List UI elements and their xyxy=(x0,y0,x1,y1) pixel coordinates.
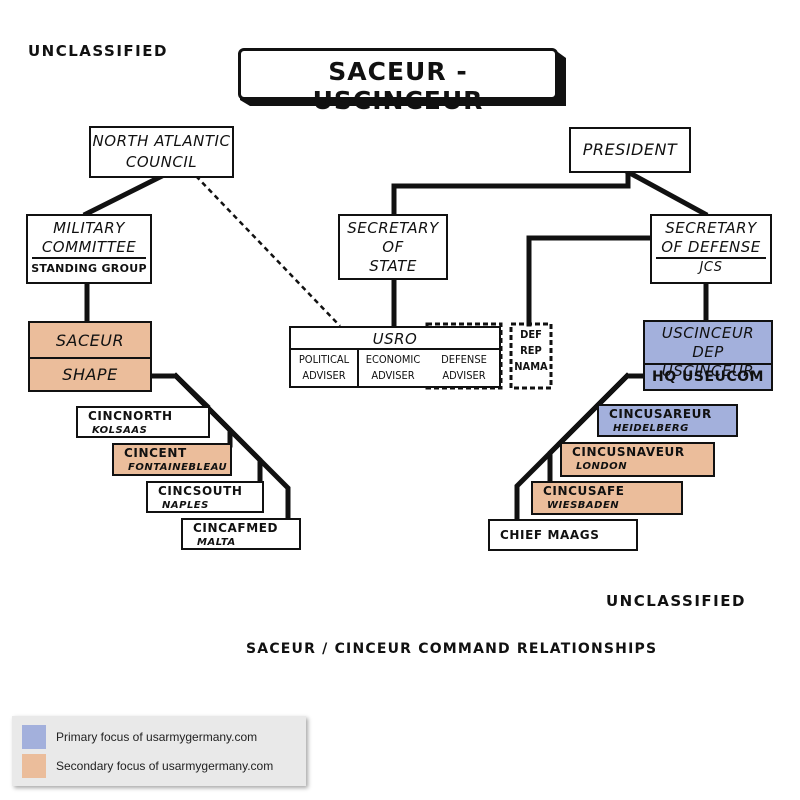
legend-swatch-secondary xyxy=(22,754,46,778)
mc-line-2: COMMITTEE xyxy=(32,238,146,259)
mc-line-1: MILITARY xyxy=(53,219,125,237)
president-box: PRESIDENT xyxy=(569,127,691,173)
nac-line-2: COUNCIL xyxy=(125,153,198,171)
north-atlantic-council-box: NORTH ATLANTIC COUNCIL xyxy=(89,126,234,178)
cincnorth-location: KOLSAAS xyxy=(92,425,148,436)
cincsouth-name: CINCSOUTH xyxy=(158,484,243,498)
legend-label-secondary: Secondary focus of usarmygermany.com xyxy=(56,759,274,773)
title-text: SACEUR - USCINCEUR xyxy=(312,57,484,115)
usro-cell-economic: ECONOMIC ADVISER xyxy=(359,350,427,386)
president-label: PRESIDENT xyxy=(582,140,678,159)
legend-label-primary: Primary focus of usarmygermany.com xyxy=(56,730,258,744)
cincusafe-name: CINCUSAFE xyxy=(543,484,625,498)
secstate-line-2: OF xyxy=(382,238,404,256)
political-line-2: ADVISER xyxy=(302,369,346,382)
usro-box: USRO POLITICAL ADVISER ECONOMIC ADVISER … xyxy=(289,326,501,388)
saceur-label: SACEUR xyxy=(30,323,150,359)
secdef-line-1: SECRETARY xyxy=(665,219,757,237)
cincafmed-location: MALTA xyxy=(197,537,236,548)
defense-line-1: DEFENSE xyxy=(441,353,487,366)
cincafmed-box: CINCAFMED MALTA xyxy=(181,518,301,550)
legend-swatch-primary xyxy=(22,725,46,749)
def-rep-nama-box: DEF REP NAMA xyxy=(512,327,550,375)
defrep-line-2: REP xyxy=(520,344,542,357)
defense-line-2: ADVISER xyxy=(442,369,486,382)
saceur-box: SACEUR SHAPE xyxy=(28,321,152,392)
uscinceur-box: USCINCEUR DEP USCINCEUR HQ USEUCOM xyxy=(643,320,773,391)
cincsouth-location: NAPLES xyxy=(162,500,209,511)
secstate-line-3: STATE xyxy=(369,257,417,275)
jcs-label: JCS xyxy=(699,260,723,275)
chief-maags-name: CHIEF MAAGS xyxy=(500,528,600,542)
diagram-caption: SACEUR / CINCEUR COMMAND RELATIONSHIPS xyxy=(246,641,658,657)
military-committee-box: MILITARY COMMITTEE STANDING GROUP xyxy=(26,214,152,284)
chief-maags-box: CHIEF MAAGS xyxy=(488,519,638,551)
economic-line-1: ECONOMIC xyxy=(365,353,421,366)
hq-useucom-label: HQ USEUCOM xyxy=(652,369,764,385)
secretary-of-state-box: SECRETARY OF STATE xyxy=(338,214,448,280)
cincsouth-box: CINCSOUTH NAPLES xyxy=(146,481,264,513)
political-line-1: POLITICAL xyxy=(298,353,350,366)
classification-top: UNCLASSIFIED xyxy=(28,42,168,60)
usro-label: USRO xyxy=(291,328,499,350)
cincnorth-name: CINCNORTH xyxy=(88,409,173,423)
usro-cell-defense: DEFENSE ADVISER xyxy=(429,350,499,386)
defrep-line-3: NAMA xyxy=(514,360,548,373)
defense-adviser-dashed-box xyxy=(425,326,430,386)
secdef-line-2: OF DEFENSE xyxy=(656,238,766,259)
standing-group-label: STANDING GROUP xyxy=(31,262,147,275)
cincusareur-name: CINCUSAREUR xyxy=(609,407,712,421)
cincent-name: CINCENT xyxy=(124,446,187,460)
cincent-location: FONTAINEBLEAU xyxy=(128,462,228,473)
cincusnaveur-location: LONDON xyxy=(576,461,628,472)
cincafmed-name: CINCAFMED xyxy=(193,521,279,535)
cincusareur-box: CINCUSAREUR HEIDELBERG xyxy=(597,404,738,437)
uscinceur-line-2: DEP USCINCEUR xyxy=(661,343,755,380)
secstate-line-1: SECRETARY xyxy=(347,219,439,237)
cincusafe-box: CINCUSAFE WIESBADEN xyxy=(531,481,683,515)
cincnorth-box: CINCNORTH KOLSAAS xyxy=(76,406,210,438)
economic-line-2: ADVISER xyxy=(371,369,415,382)
cincusnaveur-box: CINCUSNAVEUR LONDON xyxy=(560,442,715,477)
cincent-box: CINCENT FONTAINEBLEAU xyxy=(112,443,232,476)
classification-bottom: UNCLASSIFIED xyxy=(606,592,746,610)
uscinceur-top: USCINCEUR DEP USCINCEUR xyxy=(645,322,771,380)
cincusafe-location: WIESBADEN xyxy=(547,500,620,511)
diagram-title: SACEUR - USCINCEUR xyxy=(238,48,558,115)
uscinceur-line-1: USCINCEUR xyxy=(661,324,755,342)
cincusareur-location: HEIDELBERG xyxy=(613,423,689,434)
secretary-of-defense-box: SECRETARY OF DEFENSE JCS xyxy=(650,214,772,284)
usro-cell-political: POLITICAL ADVISER xyxy=(291,350,359,386)
legend: Primary focus of usarmygermany.com Secon… xyxy=(12,716,306,786)
shape-label: SHAPE xyxy=(62,365,118,384)
cincusnaveur-name: CINCUSNAVEUR xyxy=(572,445,685,459)
nac-line-1: NORTH ATLANTIC xyxy=(92,132,231,150)
defrep-line-1: DEF xyxy=(520,328,542,341)
